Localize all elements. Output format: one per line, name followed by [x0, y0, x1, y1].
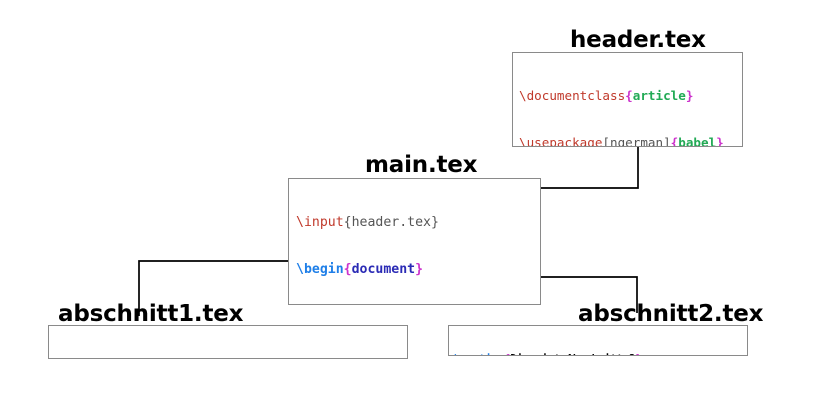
code-box-abschnitt2: \section{Dies ist Abschnitt 2} Hier ein …: [448, 325, 748, 356]
latex-argument: Dies ist Abschnitt 2: [510, 353, 635, 355]
brace-open: {: [504, 353, 510, 355]
latex-argument: article: [632, 88, 686, 103]
latex-argument: babel: [678, 134, 717, 147]
brace-close: }: [431, 215, 439, 230]
code-line: \section{Dies ist Abschnitt 2}: [454, 353, 742, 355]
file-title-abschnitt2: abschnitt2.tex: [578, 301, 764, 327]
code-line: \usepackage[ngerman]{babel}: [519, 134, 736, 147]
code-box-abschnitt1: \section{Dies ist Abschnitt 1} Hier ein …: [48, 325, 408, 359]
file-title-abschnitt1: abschnitt1.tex: [58, 301, 244, 327]
code-line: \documentclass{article}: [519, 88, 736, 105]
latex-command: \usepackage: [519, 134, 603, 147]
latex-command: \begin: [296, 262, 344, 278]
brace-close: }: [685, 88, 694, 103]
code-line: \input{header.tex}: [296, 214, 533, 231]
file-title-main: main.tex: [365, 152, 478, 178]
latex-argument: document: [351, 262, 416, 278]
file-title-header: header.tex: [570, 27, 706, 53]
latex-command: \input: [296, 215, 344, 230]
code-box-main: \input{header.tex} \begin{document} \mak…: [288, 178, 541, 305]
brace-close: }: [635, 353, 641, 355]
latex-option: [ngerman]: [602, 134, 671, 147]
brace-open: {: [670, 134, 679, 147]
brace-open: {: [343, 215, 352, 230]
code-box-header: \documentclass{article} \usepackage[nger…: [512, 52, 743, 147]
latex-command: \documentclass: [519, 88, 626, 103]
latex-argument: header.tex: [351, 215, 431, 230]
brace-close: }: [716, 134, 724, 147]
brace-open: {: [625, 88, 633, 103]
latex-command: \section: [454, 353, 504, 355]
brace-open: {: [343, 262, 352, 278]
code-line: \begin{document}: [296, 261, 533, 278]
brace-close: }: [415, 262, 424, 278]
